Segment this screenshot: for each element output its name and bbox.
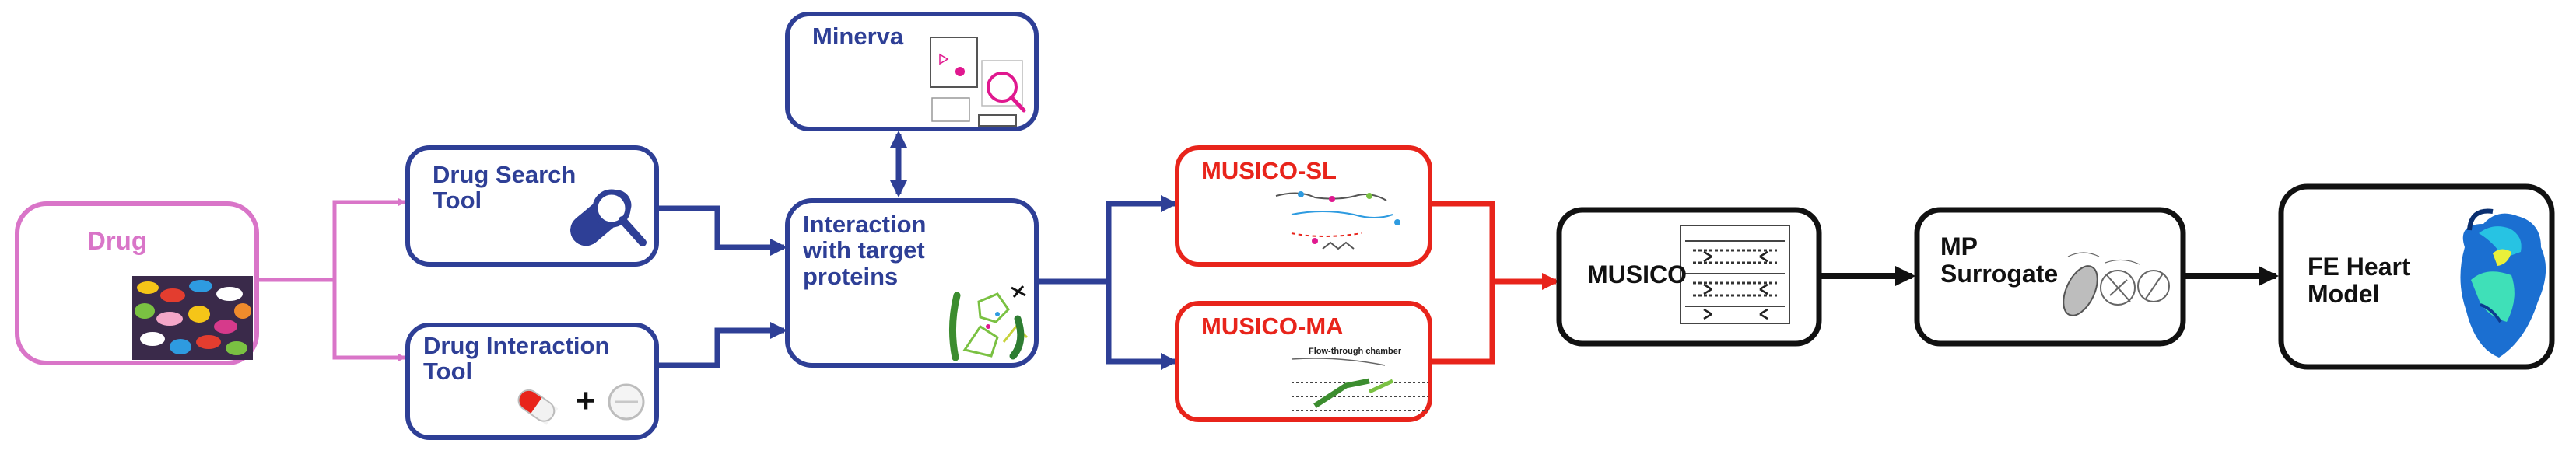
- connector-interaction-to-musico-sl: [1035, 195, 1178, 285]
- connectors: [257, 131, 2279, 370]
- pills-image: [132, 276, 253, 360]
- fe-heart-model-label: FE Heart Model: [2308, 253, 2410, 308]
- musico-sl-label: MUSICO-SL: [1201, 157, 1337, 184]
- pill-plus-tablet-icon: +: [517, 382, 645, 425]
- connector-drug-to-search: [257, 198, 406, 282]
- drug-search-tool-label: Drug Search Tool: [433, 161, 577, 215]
- node-musico-sl: [1175, 145, 1432, 267]
- node-mp-surrogate: [1914, 207, 2186, 347]
- minerva-label: Minerva: [812, 23, 904, 50]
- interaction-label: Interaction with target proteins: [803, 211, 927, 290]
- node-boxes: [15, 12, 2555, 440]
- connector-musico-ma-to-musico: [1430, 281, 1495, 365]
- node-interaction: [785, 198, 1039, 368]
- capsule-magnifier-icon: [570, 189, 647, 246]
- connector-interaction-to-musico-ma: [1106, 281, 1178, 370]
- connector-drugtool-to-interaction: [659, 322, 787, 368]
- flow-chamber-label: Flow-through chamber: [1309, 347, 1402, 356]
- drug-interaction-tool-label: Drug Interaction Tool: [423, 332, 610, 386]
- connector-drug-to-interaction-tool: [332, 280, 406, 361]
- minerva-map-icon: [930, 37, 1026, 127]
- connector-musico-sl-to-musico: [1430, 201, 1559, 290]
- musico-sl-sketch: [1275, 191, 1400, 250]
- musico-ma-sketch: Flow-through chamber: [1291, 347, 1428, 411]
- musico-filament-icon: [1680, 225, 1790, 324]
- drug-label: Drug: [87, 226, 147, 255]
- mp-surrogate-sketch: [2063, 252, 2170, 316]
- mp-surrogate-label: MP Surrogate: [1940, 232, 2059, 288]
- musico-ma-label: MUSICO-MA: [1201, 313, 1344, 340]
- musico-label: MUSICO: [1587, 260, 1687, 288]
- connector-search-to-interaction: [659, 205, 787, 256]
- node-musico-ma: [1175, 301, 1432, 422]
- fe-heart-model-icon: [2460, 208, 2546, 358]
- protein-structure-icon: [948, 285, 1029, 361]
- plus-sign: +: [576, 382, 596, 420]
- node-drug-interaction-tool: [405, 323, 659, 440]
